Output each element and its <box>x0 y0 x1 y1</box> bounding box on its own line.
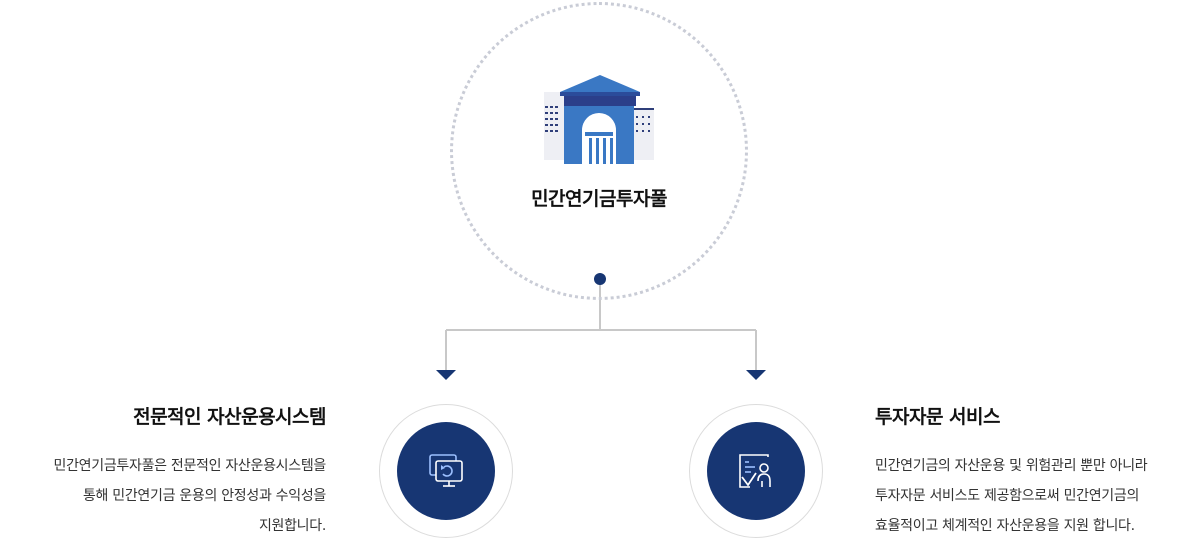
arrow-right-icon <box>746 370 766 380</box>
investment-advisory-title: 투자자문 서비스 <box>875 406 1000 428</box>
investment-advisory-desc-line-1: 민간연기금의 자산운용 및 위험관리 뿐만 아니라 <box>875 458 1148 474</box>
investment-advisory-disc <box>707 422 805 520</box>
asset-management-system-disc <box>397 422 495 520</box>
arrow-left-icon <box>436 370 456 380</box>
investment-advisory-block: 투자자문 서비스 민간연기금의 자산운용 및 위험관리 뿐만 아니라 투자자문 … <box>875 402 1195 541</box>
investment-advisory-desc-line-2: 투자자문 서비스도 제공함으로써 민간연기금의 <box>875 488 1140 504</box>
monitor-refresh-icon <box>429 454 463 487</box>
government-building-icon <box>544 75 654 164</box>
investment-advisory-circle <box>689 404 823 538</box>
investment-advisory-desc-line-3: 효율적이고 체계적인 자산운용을 지원 합니다. <box>875 518 1135 534</box>
hub-dotted-circle <box>450 2 748 300</box>
asset-management-system-desc-line-1: 민간연기금투자풀은 전문적인 자산운용시스템을 <box>53 458 327 474</box>
hub-connector-dot <box>594 273 606 285</box>
asset-management-system-title: 전문적인 자산운용시스템 <box>133 406 326 428</box>
asset-management-system-block: 전문적인 자산운용시스템 민간연기금투자풀은 전문적인 자산운용시스템을 통해 … <box>0 402 327 541</box>
asset-management-system-desc-line-3: 지원합니다. <box>258 518 326 534</box>
consulting-document-icon <box>739 454 771 488</box>
asset-management-system-circle <box>379 404 513 538</box>
hub-title: 민간연기금투자풀 <box>531 188 667 210</box>
asset-management-system-desc-line-2: 통해 민간연기금 운용의 안정성과 수익성을 <box>82 488 326 504</box>
